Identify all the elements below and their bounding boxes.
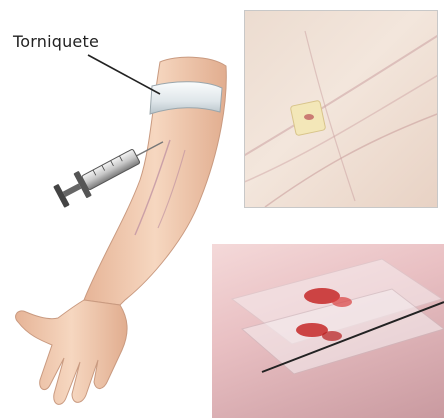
- blood-smear-panel: [212, 244, 444, 418]
- blood-smear-slides-icon: [212, 244, 444, 418]
- label-pointer-line: [88, 55, 160, 94]
- puncture-site-panel: [244, 10, 438, 208]
- tourniquet-label: Torniquete: [13, 34, 99, 50]
- hand-shape: [16, 300, 128, 404]
- puncture-site-icon: [245, 11, 437, 207]
